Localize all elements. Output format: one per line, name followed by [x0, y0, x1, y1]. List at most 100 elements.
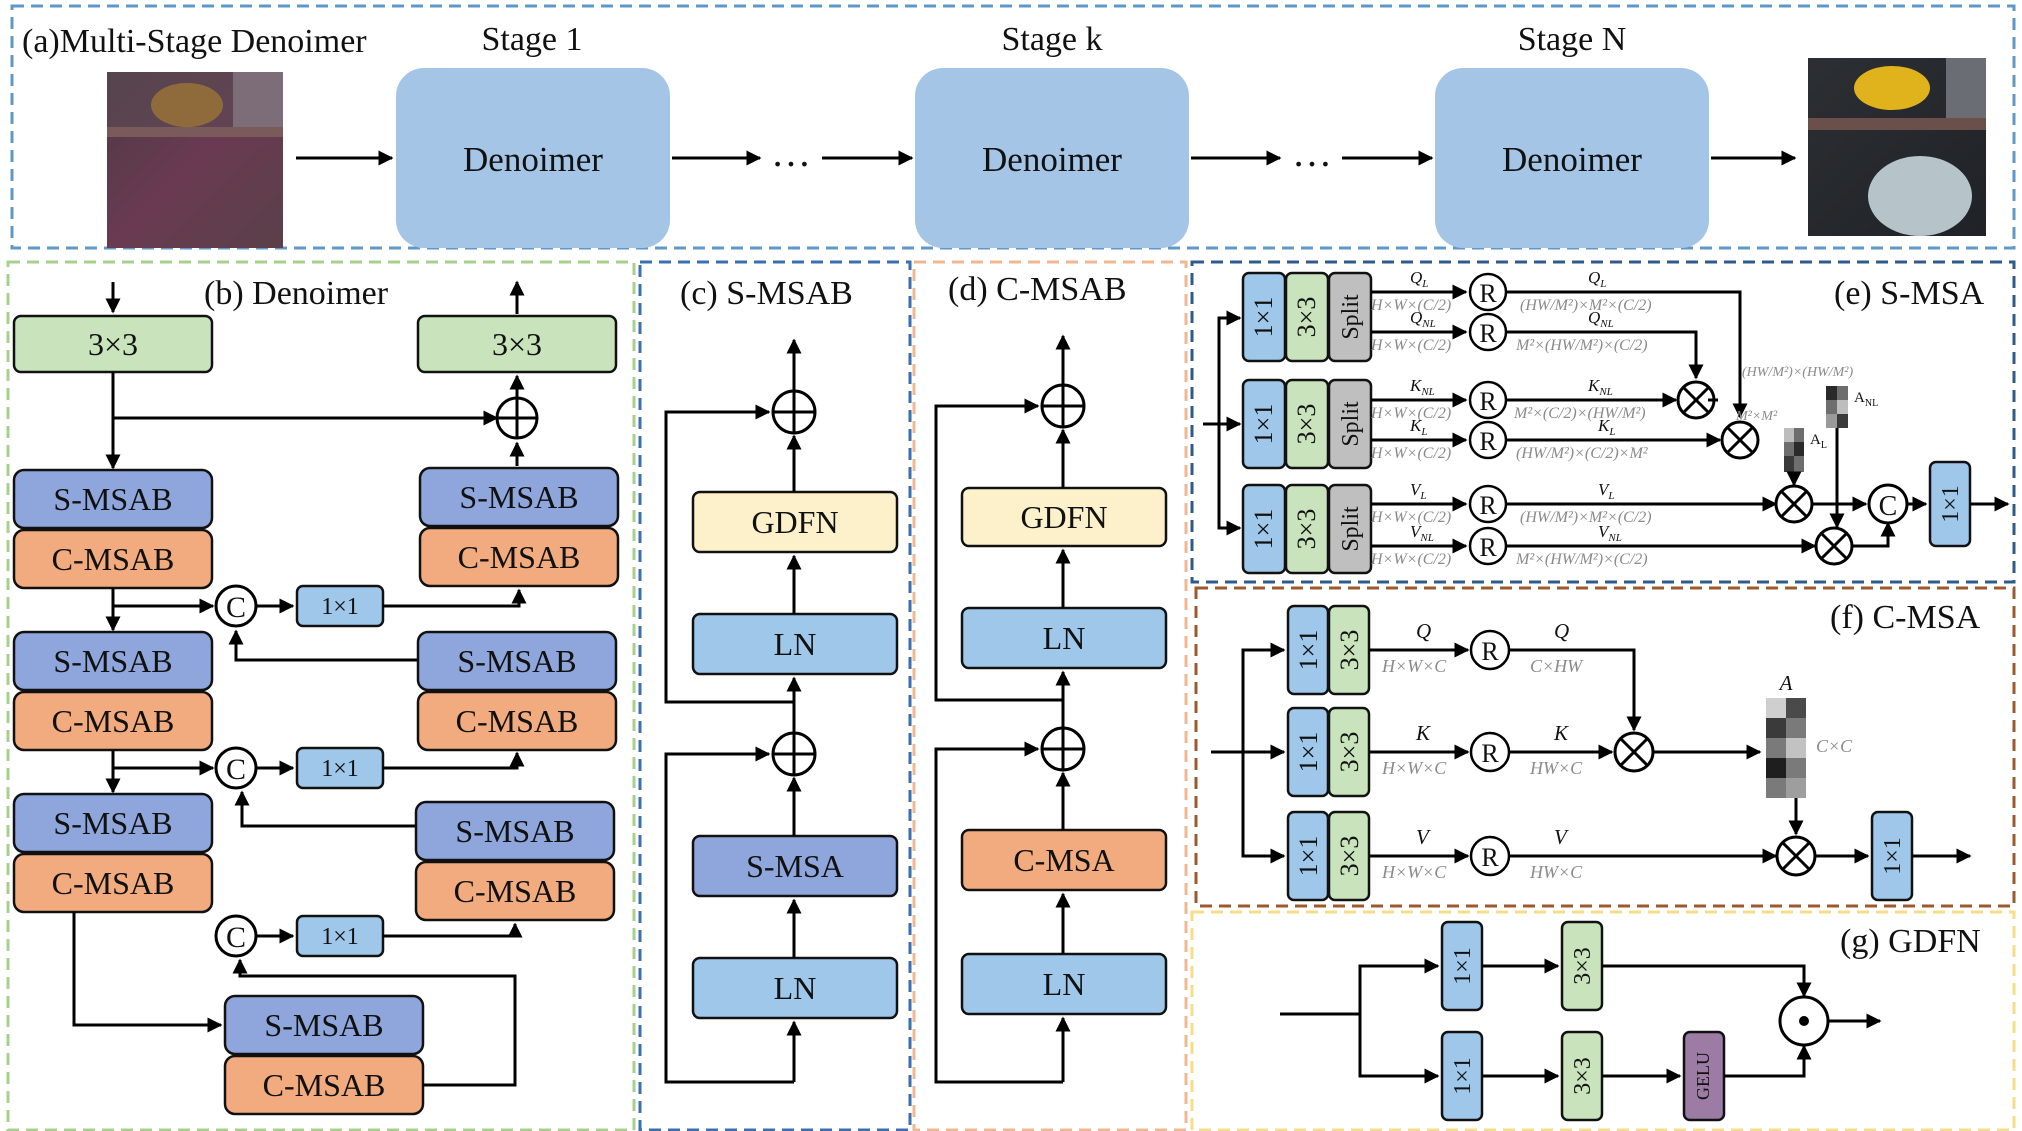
panel-f-title: (f) C-MSA [1830, 599, 1981, 636]
svg-text:V: V [1416, 825, 1431, 849]
g-branch-bottom [1358, 1014, 1440, 1084]
svg-text:Q: Q [1416, 619, 1431, 643]
svg-text:1×1: 1×1 [1249, 404, 1278, 445]
smsab-enc-3-label: S-MSAB [53, 805, 172, 841]
f-labels: Q H×W×C K H×W×C V H×W×C Q C×HW K HW×C V … [1381, 619, 1584, 882]
cmsab-dec-3-label: C-MSAB [454, 873, 577, 909]
svg-text:1×1: 1×1 [1249, 297, 1278, 338]
e-matmul-l [1720, 420, 1760, 460]
e-attn-nl-shape: (HW/M²)×(HW/M²) [1742, 365, 1853, 380]
smsab-dec-2 [416, 630, 618, 692]
svg-text:3×3: 3×3 [1292, 509, 1321, 550]
stage-k-label: Stage k [1001, 21, 1102, 58]
f-attn-map [1766, 698, 1806, 798]
f-matmul-av [1775, 835, 1817, 877]
f-branch-q [1241, 642, 1286, 752]
e-reshape-rows: R R R R R R [1371, 272, 1508, 566]
svg-text:HW×C: HW×C [1529, 862, 1583, 882]
svg-text:H×W×(C/2): H×W×(C/2) [1370, 445, 1451, 462]
svg-text:H×W×(C/2): H×W×(C/2) [1370, 551, 1451, 568]
e-q-convs: 1×1 3×3 Split [1241, 271, 1373, 363]
panel-e-title: (e) S-MSA [1834, 275, 1985, 312]
conv3-out [416, 314, 618, 374]
e-vnl-to-concat [1852, 521, 1896, 548]
svg-text:3×3: 3×3 [1292, 404, 1321, 445]
e-out-conv1-label: 1×1 [1938, 485, 1964, 523]
svg-text:C: C [226, 921, 246, 954]
panel-d-title: (d) C-MSAB [948, 271, 1127, 308]
arrow-dec3-to-concat2 [234, 790, 416, 828]
svg-text:H×W×C: H×W×C [1381, 862, 1447, 882]
svg-text:Split: Split [1338, 294, 1364, 340]
g-top-to-mul [1602, 964, 1812, 998]
svg-text:H×W×(C/2): H×W×(C/2) [1370, 297, 1451, 314]
c-skip-1 [664, 746, 794, 1084]
d-skip-1 [934, 741, 1063, 1084]
f-attn-label: A [1778, 671, 1793, 695]
svg-text:M²×(HW/M²)×(C/2): M²×(HW/M²)×(C/2) [1515, 337, 1648, 354]
arrow-conv1-to-dec2 [383, 751, 525, 770]
c-ln-1-label: LN [774, 970, 817, 1006]
e-v-convs: 1×1 3×3 Split [1241, 483, 1373, 575]
d-skip-2 [934, 398, 1063, 702]
smsab-enc-1-label: S-MSAB [53, 481, 172, 517]
svg-text:KL: KL [1597, 416, 1615, 438]
e-post-labels: QL (HW/M²)×M²×(C/2) QNL M²×(HW/M²)×(C/2)… [1513, 268, 1652, 568]
svg-text:VNL: VNL [1598, 522, 1622, 544]
d-add-2 [1040, 383, 1086, 429]
svg-text:R: R [1479, 533, 1497, 562]
e-matmul-v-l [1774, 484, 1814, 524]
arrow-bottleneck-to-concat3 [232, 958, 517, 1087]
svg-text:R: R [1479, 319, 1497, 348]
smsab-bottleneck [223, 994, 425, 1056]
svg-text:R: R [1479, 427, 1497, 456]
svg-text:R: R [1479, 279, 1497, 308]
panel-g-border [1190, 910, 2016, 1131]
conv1-row-3-label: 1×1 [321, 924, 359, 950]
svg-text:3×3: 3×3 [1335, 836, 1364, 877]
e-concat: C [1867, 483, 1909, 525]
svg-text:R: R [1481, 843, 1499, 872]
g-gelu-label: GELU [1693, 1052, 1713, 1100]
svg-text:C: C [226, 753, 246, 786]
g-gelu-to-mul [1724, 1044, 1812, 1078]
ellipsis-2: … [1292, 130, 1332, 175]
arrow-conv1-to-dec1 [383, 588, 527, 608]
concat-3: C [214, 914, 258, 958]
svg-text:R: R [1479, 387, 1497, 416]
svg-text:3×3: 3×3 [1292, 297, 1321, 338]
cmsab-dec-3 [414, 860, 616, 922]
svg-text:M²×(HW/M²)×(C/2): M²×(HW/M²)×(C/2) [1515, 551, 1648, 568]
encoder-block-2: S-MSAB C-MSAB [12, 630, 214, 752]
g-branch-top [1358, 958, 1440, 1014]
cmsab-dec-1-label: C-MSAB [458, 539, 581, 575]
smsab-enc-3 [12, 792, 214, 854]
svg-text:VL: VL [1410, 480, 1427, 502]
svg-text:3×3: 3×3 [1335, 630, 1364, 671]
g-top-conv3-label: 3×3 [1570, 947, 1596, 985]
cmsab-enc-1-label: C-MSAB [52, 541, 175, 577]
e-attn-nl-label: ANL [1854, 390, 1878, 409]
svg-text:H×W×C: H×W×C [1381, 758, 1447, 778]
svg-text:HW×C: HW×C [1529, 758, 1583, 778]
svg-text:(HW/M²)×M²×(C/2): (HW/M²)×M²×(C/2) [1520, 509, 1652, 526]
c-smsa-label: S-MSA [746, 848, 844, 884]
e-attn-map-nl [1826, 386, 1848, 428]
cmsab-dec-1 [418, 526, 620, 588]
f-q-convs: 1×1 3×3 [1286, 604, 1371, 696]
e-attn-map-l [1784, 428, 1804, 472]
svg-text:R: R [1479, 491, 1497, 520]
svg-text:C: C [1879, 491, 1898, 522]
svg-text:QNL: QNL [1410, 308, 1436, 330]
smsab-dec-3-label: S-MSAB [455, 813, 574, 849]
cmsab-enc-3-label: C-MSAB [52, 865, 175, 901]
e-pre-labels: QL H×W×(C/2) QNL H×W×(C/2) KNL H×W×(C/2)… [1370, 268, 1451, 568]
concat-1: C [214, 584, 258, 628]
svg-text:H×W×(C/2): H×W×(C/2) [1370, 405, 1451, 422]
svg-text:C×HW: C×HW [1530, 656, 1584, 676]
panel-b-title: (b) Denoimer [204, 275, 389, 312]
g-bottom-conv3-label: 3×3 [1570, 1057, 1596, 1095]
e-matmul-v-nl [1814, 526, 1854, 566]
f-matmul-qk [1613, 731, 1655, 773]
svg-text:VNL: VNL [1410, 522, 1434, 544]
